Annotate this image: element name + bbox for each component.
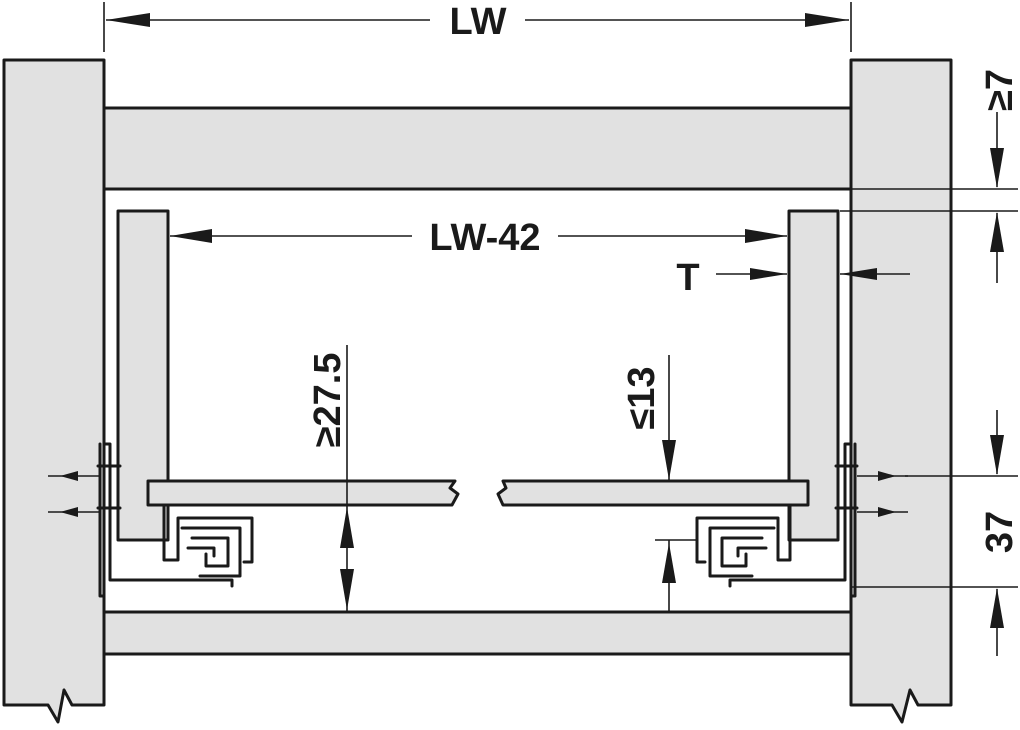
dimension-le-13 — [655, 355, 697, 612]
drawer-bottom-left — [146, 479, 460, 507]
dimension-t — [716, 268, 910, 280]
dimension-lw-42 — [170, 229, 787, 243]
label-37: 37 — [979, 511, 1020, 553]
left-drawer-side — [116, 209, 170, 542]
dimension-ge-27-5 — [340, 345, 354, 612]
dimension-37 — [851, 410, 1018, 656]
drawer-bottom-right — [496, 479, 810, 507]
label-lw-minus-42: LW-42 — [429, 217, 540, 259]
left-cabinet-side — [2, 58, 106, 724]
dimension-ge-7 — [840, 112, 1018, 283]
label-lw: LW — [450, 1, 507, 43]
top-rail — [102, 106, 853, 191]
left-runner — [48, 442, 254, 598]
label-t: T — [676, 257, 699, 299]
right-runner — [695, 442, 908, 598]
dimension-lw — [103, 2, 852, 52]
right-cabinet-side — [849, 58, 953, 724]
label-le-13: ≤13 — [621, 366, 663, 429]
bottom-rail — [102, 610, 853, 656]
label-ge-27-5: ≥27.5 — [307, 353, 349, 448]
label-ge-7: ≥7 — [979, 69, 1020, 111]
